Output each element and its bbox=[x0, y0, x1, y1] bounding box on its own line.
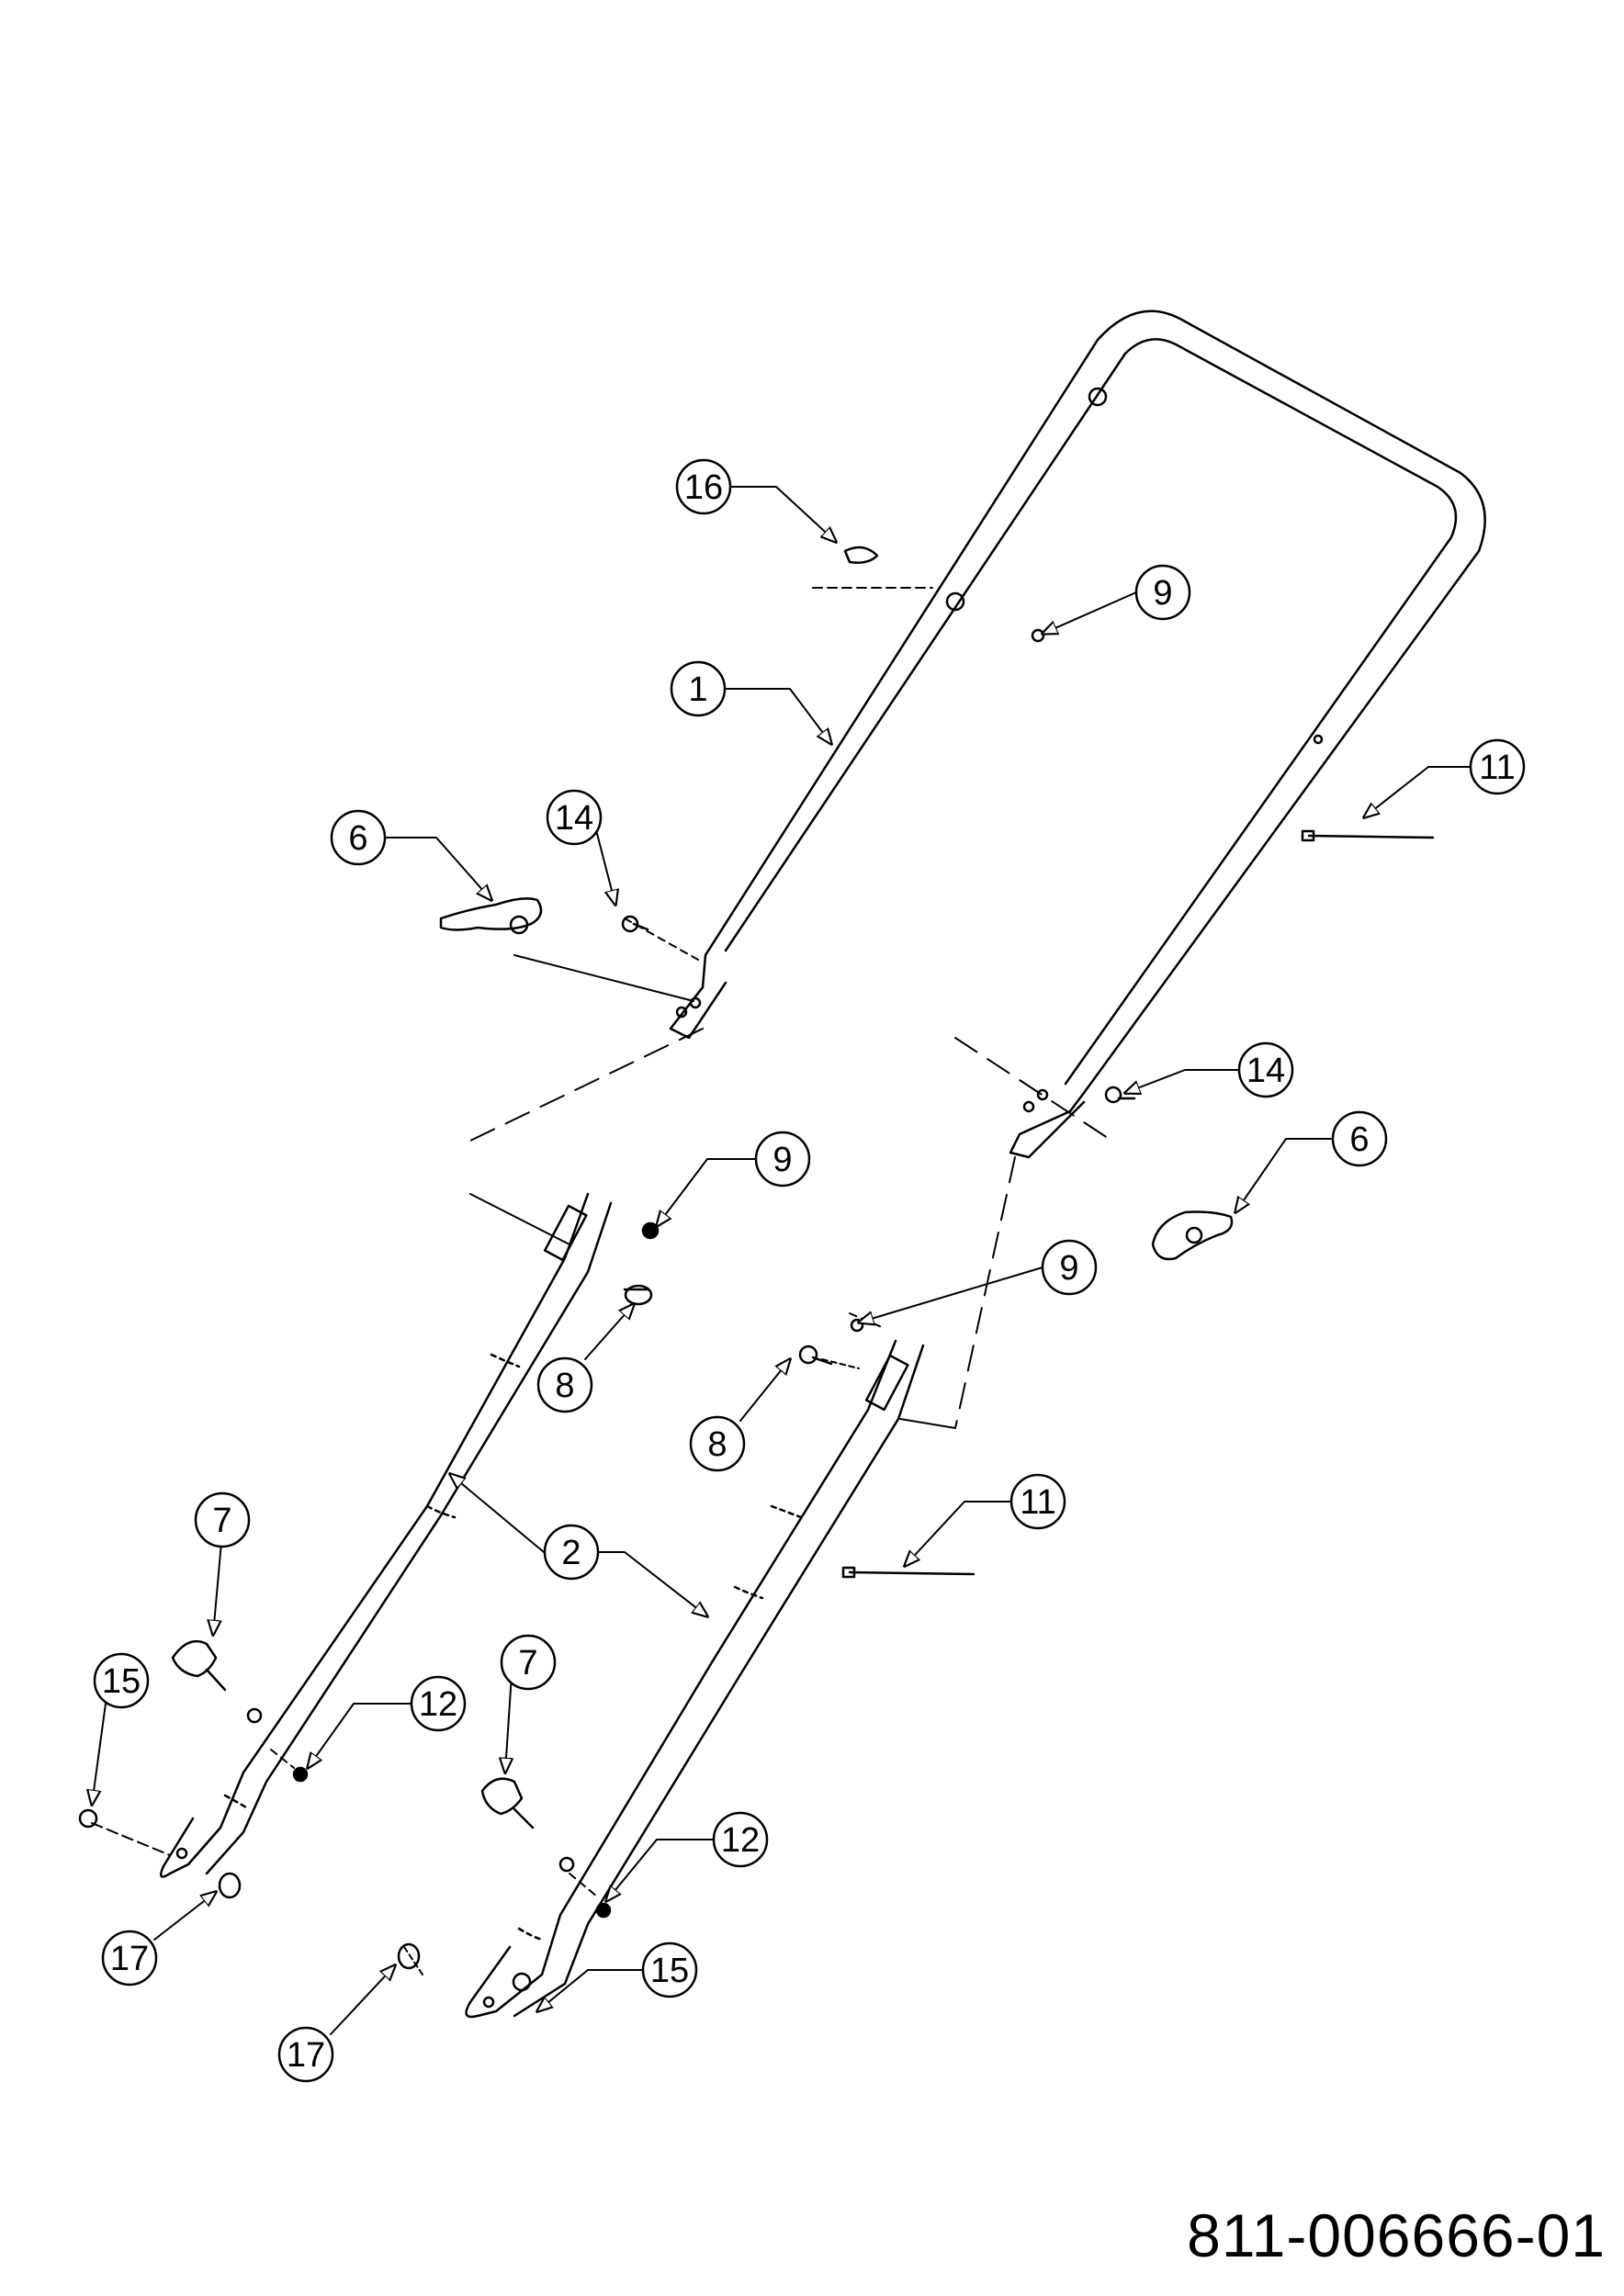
callout-1: 1 bbox=[670, 660, 727, 717]
callout-7-left: 7 bbox=[194, 1491, 251, 1548]
svg-text:8: 8 bbox=[555, 1367, 574, 1405]
callout-15-right: 15 bbox=[641, 1941, 698, 1998]
svg-text:9: 9 bbox=[1059, 1249, 1078, 1288]
bolt-15a bbox=[78, 1808, 98, 1829]
callout-7-right: 7 bbox=[500, 1634, 557, 1691]
callout-12-left: 12 bbox=[410, 1675, 467, 1732]
svg-text:14: 14 bbox=[1246, 1052, 1285, 1090]
cable-tie-11b bbox=[841, 1566, 976, 1579]
part-number: 811-006666-01 bbox=[1187, 2201, 1606, 2269]
callout-8-left: 8 bbox=[536, 1356, 593, 1413]
callout-11-top: 11 bbox=[1469, 738, 1526, 795]
nut-9b bbox=[641, 1221, 660, 1240]
svg-text:11: 11 bbox=[1479, 748, 1515, 787]
callout-17-left: 17 bbox=[101, 1930, 158, 1986]
cable-tie-11a bbox=[1301, 829, 1435, 842]
svg-text:7: 7 bbox=[212, 1502, 231, 1540]
wing-knob-6a bbox=[439, 897, 543, 935]
svg-text:17: 17 bbox=[110, 1940, 149, 1978]
callout-9-left: 9 bbox=[754, 1131, 811, 1187]
nut-12a bbox=[292, 1766, 309, 1783]
bolt-8b bbox=[798, 1345, 833, 1366]
knob-7b bbox=[480, 1777, 535, 1829]
svg-text:16: 16 bbox=[684, 468, 723, 507]
washer-17a bbox=[218, 1872, 242, 1899]
svg-text:2: 2 bbox=[561, 1534, 581, 1572]
svg-text:8: 8 bbox=[707, 1425, 727, 1464]
callout-9-top: 9 bbox=[1134, 564, 1191, 621]
callout-2: 2 bbox=[543, 1524, 600, 1581]
svg-text:11: 11 bbox=[1020, 1483, 1055, 1522]
callout-12-right: 12 bbox=[712, 1811, 769, 1868]
callout-9-right: 9 bbox=[1041, 1239, 1098, 1296]
svg-text:6: 6 bbox=[348, 819, 367, 858]
assembly-lines bbox=[91, 587, 1117, 1975]
callout-14-right: 14 bbox=[1237, 1041, 1294, 1098]
callout-17-right: 17 bbox=[277, 2026, 334, 2083]
callout-14-left: 14 bbox=[546, 789, 603, 846]
svg-text:12: 12 bbox=[721, 1821, 760, 1860]
svg-text:6: 6 bbox=[1349, 1120, 1369, 1159]
svg-text:12: 12 bbox=[419, 1685, 457, 1724]
bolt-14a bbox=[621, 915, 649, 933]
leader-lines bbox=[92, 486, 1471, 2035]
bolt-8a bbox=[623, 1284, 653, 1306]
bolt-15b bbox=[512, 1972, 532, 1992]
nut-12b bbox=[595, 1902, 612, 1919]
lower-handle-left bbox=[159, 1192, 613, 1878]
svg-text:9: 9 bbox=[773, 1141, 792, 1179]
wing-knob-6b bbox=[1151, 1210, 1234, 1261]
svg-text:9: 9 bbox=[1153, 574, 1172, 613]
callout-6-right: 6 bbox=[1331, 1110, 1388, 1167]
svg-text:15: 15 bbox=[650, 1952, 689, 1990]
callout-8-right: 8 bbox=[689, 1415, 746, 1472]
svg-text:14: 14 bbox=[555, 799, 593, 838]
svg-text:1: 1 bbox=[688, 670, 707, 709]
clip-16 bbox=[843, 546, 879, 564]
svg-text:7: 7 bbox=[518, 1644, 537, 1683]
callout-16: 16 bbox=[675, 458, 732, 515]
upper-handle bbox=[669, 310, 1486, 1159]
callout-15-left: 15 bbox=[93, 1652, 150, 1709]
lower-handle-right bbox=[465, 1339, 925, 2019]
bolt-14b bbox=[1104, 1086, 1136, 1104]
washer-17b bbox=[397, 1942, 421, 1970]
callout-6-left: 6 bbox=[330, 809, 387, 866]
svg-text:15: 15 bbox=[102, 1662, 141, 1701]
nut-9a bbox=[1031, 628, 1045, 643]
svg-text:17: 17 bbox=[287, 2036, 325, 2075]
callouts: 16 9 1 11 14 6 14 9 6 9 8 8 11 7 2 15 12… bbox=[93, 458, 1526, 2083]
callout-11-bottom: 11 bbox=[1009, 1473, 1066, 1530]
knob-7a bbox=[171, 1639, 227, 1692]
